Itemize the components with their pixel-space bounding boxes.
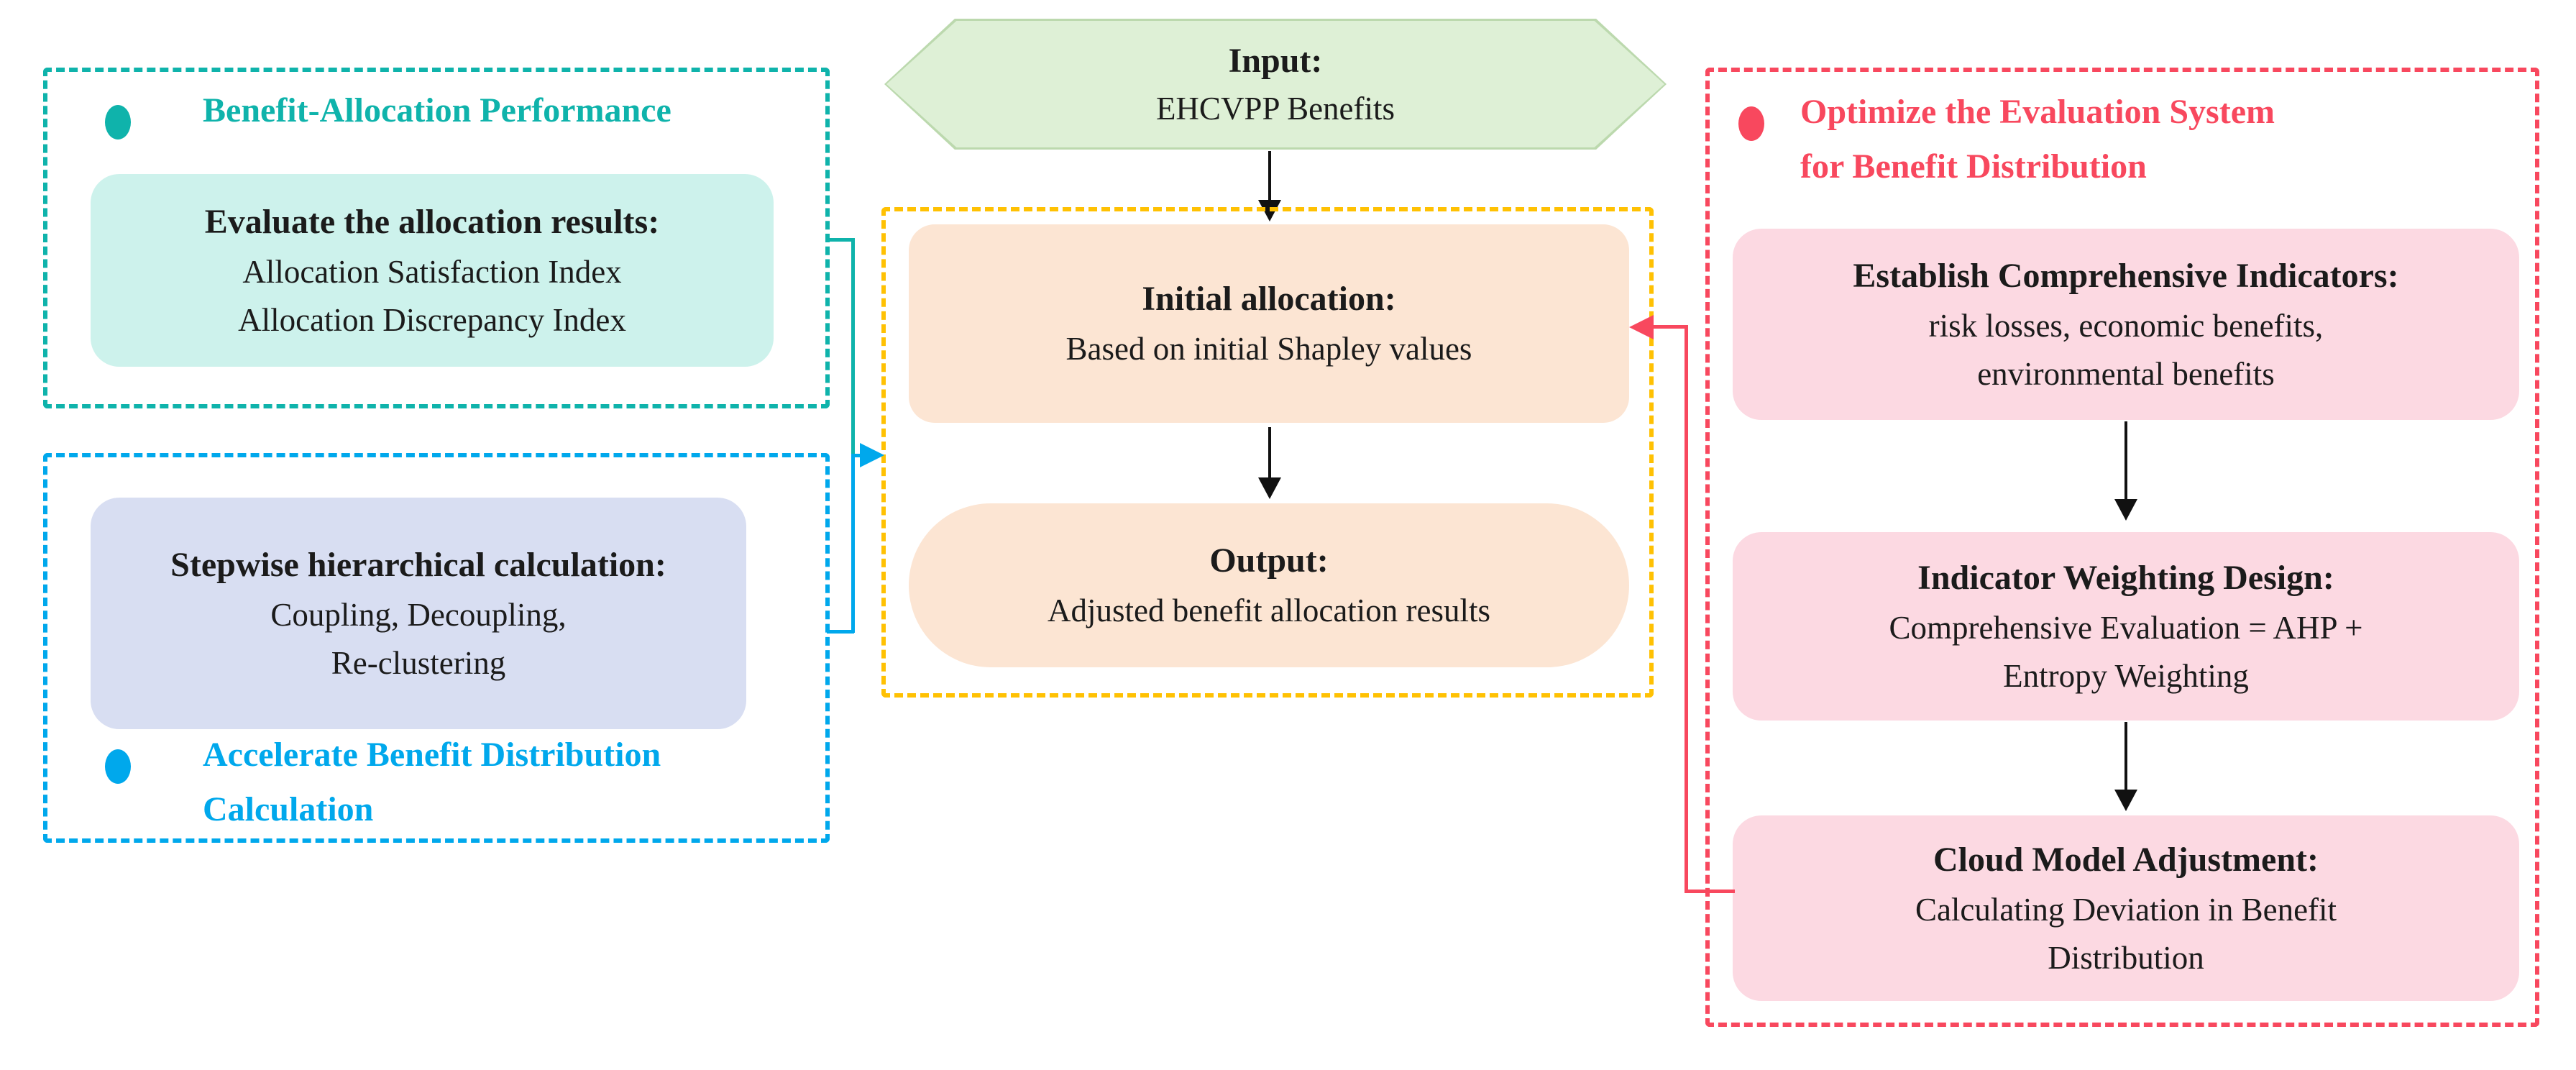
connector-red-arrow-head-icon bbox=[1629, 315, 1654, 339]
input-hexagon-inner: Input: EHCVPP Benefits bbox=[886, 21, 1664, 147]
accelerate-header-line1: Accelerate Benefit Distribution bbox=[203, 736, 661, 774]
stepwise-hierarchical-calculation-box: Stepwise hierarchical calculation: Coupl… bbox=[91, 498, 746, 729]
indicator-weighting-line2: Entropy Weighting bbox=[2003, 658, 2249, 694]
cloud-model-line1: Calculating Deviation in Benefit bbox=[1915, 891, 2337, 928]
establish-indicators-line1: risk losses, economic benefits, bbox=[1928, 307, 2324, 344]
initial-allocation-title: Initial allocation: bbox=[1142, 280, 1396, 319]
indicator-weighting-line1: Comprehensive Evaluation = AHP + bbox=[1889, 609, 2363, 646]
stepwise-box-title: Stepwise hierarchical calculation: bbox=[170, 545, 666, 584]
connector-teal-vertical bbox=[851, 238, 855, 457]
connector-teal-horizontal bbox=[827, 238, 854, 242]
connector-blue-arrow-line bbox=[851, 454, 863, 457]
flow-arrow-initial-output-line bbox=[1268, 427, 1271, 479]
indicator-weighting-box: Indicator Weighting Design: Comprehensiv… bbox=[1733, 532, 2519, 721]
connector-blue-arrow-head-icon bbox=[860, 443, 884, 467]
indicator-weighting-title: Indicator Weighting Design: bbox=[1917, 558, 2334, 597]
flow-arrow-input-line bbox=[1268, 151, 1271, 201]
coupling-decoupling-line: Coupling, Decoupling, bbox=[270, 596, 567, 633]
teal-bullet-icon bbox=[105, 105, 131, 140]
connector-red-horizontal-top bbox=[1652, 325, 1688, 329]
benefit-allocation-performance-header: Benefit-Allocation Performance bbox=[203, 91, 671, 129]
blue-bullet-icon bbox=[105, 749, 131, 784]
optimize-header-line2: for Benefit Distribution bbox=[1800, 147, 2147, 186]
cloud-model-title: Cloud Model Adjustment: bbox=[1933, 840, 2319, 879]
allocation-discrepancy-index-line: Allocation Discrepancy Index bbox=[238, 302, 626, 338]
input-hexagon: Input: EHCVPP Benefits bbox=[884, 19, 1667, 150]
establish-indicators-line2: environmental benefits bbox=[1977, 356, 2275, 392]
establish-indicators-box: Establish Comprehensive Indicators: risk… bbox=[1733, 229, 2519, 420]
flow-arrow-indicators-weighting-line bbox=[2124, 421, 2127, 500]
optimize-header-line1: Optimize the Evaluation System bbox=[1800, 93, 2275, 131]
cloud-model-adjustment-box: Cloud Model Adjustment: Calculating Devi… bbox=[1733, 815, 2519, 1001]
accelerate-header-line2: Calculation bbox=[203, 790, 374, 828]
output-subtitle: Adjusted benefit allocation results bbox=[1047, 593, 1491, 629]
flow-arrow-initial-output-head-icon bbox=[1258, 477, 1281, 499]
evaluate-box-title: Evaluate the allocation results: bbox=[204, 202, 660, 241]
flow-arrow-indicators-weighting-head-icon bbox=[2114, 499, 2137, 521]
connector-blue-vertical bbox=[851, 455, 855, 633]
connector-blue-horizontal bbox=[827, 630, 854, 634]
establish-indicators-title: Establish Comprehensive Indicators: bbox=[1853, 256, 2399, 295]
re-clustering-line: Re-clustering bbox=[331, 645, 506, 681]
flow-arrow-weighting-cloud-head-icon bbox=[2114, 790, 2137, 811]
output-box: Output: Adjusted benefit allocation resu… bbox=[909, 503, 1629, 667]
cloud-model-line2: Distribution bbox=[2048, 940, 2204, 976]
flow-arrow-weighting-cloud-line bbox=[2124, 722, 2127, 791]
connector-red-horizontal-bottom bbox=[1685, 890, 1735, 893]
connector-red-vertical bbox=[1685, 325, 1688, 893]
evaluate-allocation-results-box: Evaluate the allocation results: Allocat… bbox=[91, 174, 774, 367]
input-subtitle: EHCVPP Benefits bbox=[1155, 91, 1395, 127]
input-title: Input: bbox=[1228, 41, 1323, 80]
initial-allocation-box: Initial allocation: Based on initial Sha… bbox=[909, 224, 1629, 423]
allocation-satisfaction-index-line: Allocation Satisfaction Index bbox=[242, 253, 622, 290]
accelerate-benefit-distribution-panel bbox=[43, 453, 830, 843]
output-title: Output: bbox=[1209, 541, 1329, 580]
initial-allocation-subtitle: Based on initial Shapley values bbox=[1065, 331, 1472, 367]
red-bullet-icon bbox=[1738, 106, 1764, 141]
optimize-evaluation-system-panel bbox=[1705, 68, 2539, 1027]
